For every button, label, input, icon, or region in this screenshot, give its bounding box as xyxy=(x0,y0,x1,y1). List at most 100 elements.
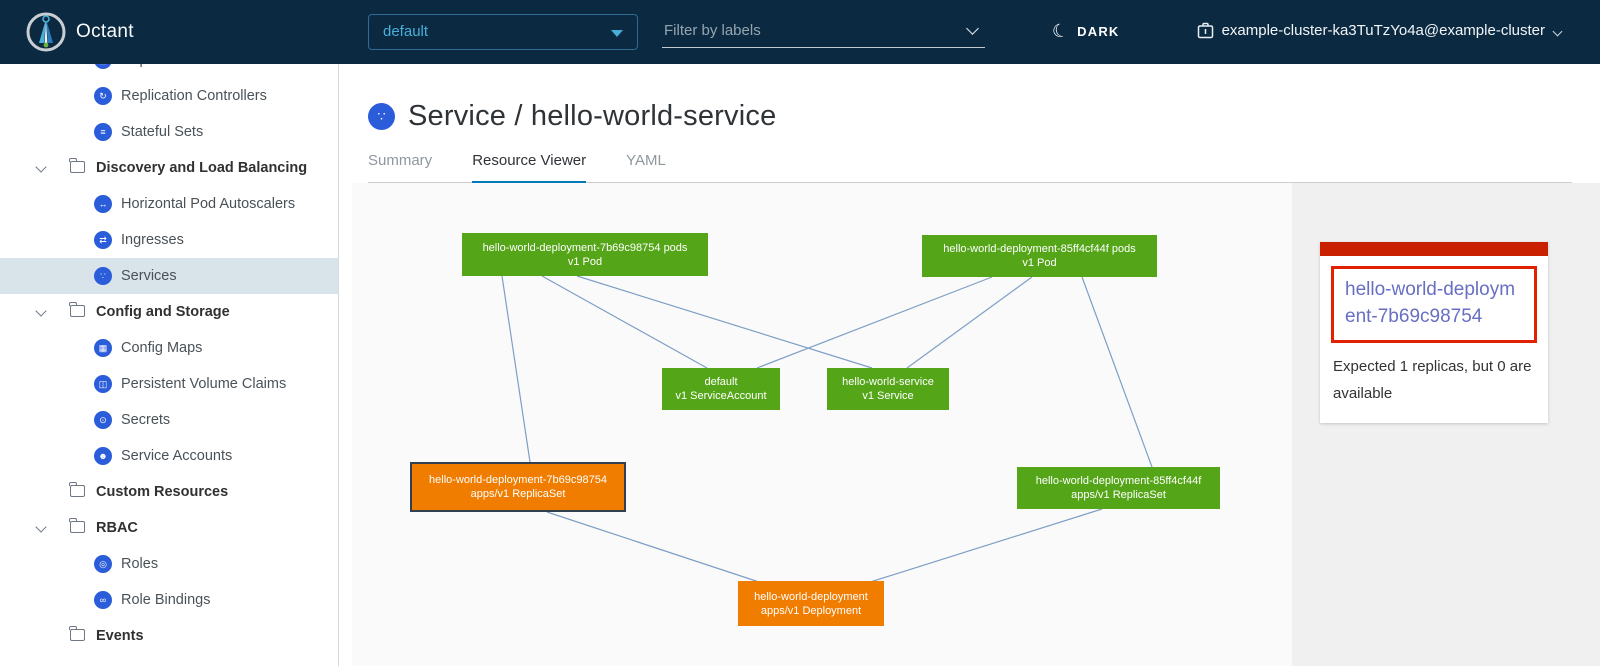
chevron-down-icon[interactable] xyxy=(35,161,47,173)
namespace-dropdown[interactable]: default xyxy=(368,14,638,50)
chevron-down-icon xyxy=(1552,26,1563,37)
selected-node-link[interactable]: hello-world-deployment-7b69c98754 xyxy=(1345,279,1516,327)
sidebar-item-services[interactable]: ∵Services xyxy=(0,258,338,294)
sidebar-item-stateful-sets[interactable]: ≡ Stateful Sets xyxy=(0,114,338,150)
app-title: Octant xyxy=(76,21,134,42)
sidebar-item-label: RBAC xyxy=(96,520,138,536)
graph-node-kind: v1 Pod xyxy=(1022,257,1057,269)
config-maps-icon: ▦ xyxy=(94,339,112,357)
graph-node-kind: v1 Pod xyxy=(567,255,603,268)
sidebar-item-label: Service Accounts xyxy=(121,448,233,464)
selected-node-message: Expected 1 replicas, but 0 are available xyxy=(1333,358,1532,402)
graph-edge xyxy=(756,276,993,369)
sidebar-item-roles[interactable]: ◎ Roles xyxy=(0,546,338,582)
sidebar-item-config-maps[interactable]: ▦Config Maps xyxy=(0,330,338,366)
sidebar-item-custom-resources[interactable]: Custom Resources xyxy=(0,474,338,510)
graph-node-kind: v1 ServiceAccount xyxy=(675,390,767,402)
dark-theme-toggle[interactable]: ☾ DARK xyxy=(1049,19,1120,43)
sidebar-item-horizontal-pod-autoscalers[interactable]: ↔ Horizontal Pod Autoscalers xyxy=(0,186,338,222)
cluster-context-switcher[interactable]: example-cluster-ka3TuTzYo4a@example-clus… xyxy=(1197,22,1563,39)
tab-yaml[interactable]: YAML xyxy=(626,152,666,169)
folder-icon xyxy=(69,625,85,641)
roles-icon: ◎ xyxy=(94,555,112,573)
main-content: ∵ Service / hello-world-service Summary R… xyxy=(340,64,1600,666)
tab-summary[interactable]: Summary xyxy=(368,152,433,169)
sidebar-item-label: Events xyxy=(96,628,144,644)
folder-icon xyxy=(69,301,85,317)
cluster-icon xyxy=(1197,22,1213,39)
sidebar-item-replication-controllers[interactable]: ↻Replication Controllers xyxy=(0,78,338,114)
sidebar-item-rbac[interactable]: RBAC xyxy=(0,510,338,546)
sidebar-item-service-accounts[interactable]: ☻ Service Accounts xyxy=(0,438,338,474)
chevron-down-icon[interactable] xyxy=(35,305,47,317)
sidebar-item-ingresses[interactable]: ⇄ Ingresses xyxy=(0,222,338,258)
sidebar-item-label: Persistent Volume Claims xyxy=(121,376,287,392)
graph-node-name: hello-world-service xyxy=(842,376,934,388)
sidebar-item-label: Ingresses xyxy=(121,232,184,248)
service-icon: ∵ xyxy=(368,103,395,130)
chevron-down-icon[interactable] xyxy=(966,22,979,35)
horizontal-pod-autoscalers-icon: ↔ xyxy=(94,195,112,213)
graph-node-kind: apps/v1 ReplicaSet xyxy=(470,488,566,500)
graph-node-name: hello-world-deployment xyxy=(754,590,868,603)
graph-edge xyxy=(906,276,1033,369)
cluster-context-label: example-cluster-ka3TuTzYo4a@example-clus… xyxy=(1221,22,1545,39)
chevron-down-icon[interactable] xyxy=(35,521,47,533)
dark-theme-label: DARK xyxy=(1077,23,1120,39)
filter-by-labels-input[interactable]: Filter by labels xyxy=(662,14,985,48)
filter-placeholder: Filter by labels xyxy=(664,22,761,39)
namespace-dropdown-value: default xyxy=(383,23,429,40)
folder-icon xyxy=(69,481,85,497)
sidebar-item-label: Config and Storage xyxy=(96,304,230,320)
sidebar-item-label: Secrets xyxy=(121,412,171,428)
status-bar-error xyxy=(1320,242,1548,256)
graph-node-service-hello-world-service[interactable]: hello-world-service v1 Service xyxy=(827,368,949,410)
sidebar-item-events[interactable]: Events xyxy=(0,618,338,654)
moon-icon: ☾ xyxy=(1049,19,1071,43)
selected-node-title-box: hello-world-deployment-7b69c98754 xyxy=(1331,266,1537,343)
services-icon: ∵ xyxy=(94,267,112,285)
persistent-volume-claims-icon: ◫ xyxy=(94,375,112,393)
sidebar-item-label: Discovery and Load Balancing xyxy=(96,160,308,176)
sidebar-item-secrets[interactable]: ⊙ Secrets xyxy=(0,402,338,438)
service-accounts-icon: ☻ xyxy=(94,447,112,465)
sidebar-item-persistent-volume-claims[interactable]: ◫ Persistent Volume Claims xyxy=(0,366,338,402)
page-title: Service / hello-world-service xyxy=(408,100,777,132)
sidebar-item-label: Stateful Sets xyxy=(121,124,204,140)
graph-node-name: hello-world-deployment-85ff4cf44f xyxy=(1035,475,1202,487)
graph-edges xyxy=(501,275,1153,584)
role-bindings-icon: ∞ xyxy=(94,591,112,609)
tab-bar: Summary Resource Viewer YAML xyxy=(368,152,1572,184)
secrets-icon: ⊙ xyxy=(94,411,112,429)
sidebar-item-replica-sets[interactable]: ▣Replica Sets xyxy=(0,64,338,78)
folder-icon xyxy=(69,157,85,173)
graph-node-kind: v1 Service xyxy=(862,390,914,402)
sidebar-item-role-bindings[interactable]: ∞Role Bindings xyxy=(0,582,338,618)
caret-down-icon xyxy=(611,30,623,37)
graph-edge xyxy=(866,508,1103,584)
selected-node-card: hello-world-deployment-7b69c98754 Expect… xyxy=(1320,242,1548,423)
folder-icon xyxy=(69,517,85,533)
app-header: Octant default Filter by labels ☾ DARK e… xyxy=(0,0,1600,64)
sidebar-item-discovery-and-load-balancing[interactable]: Discovery and Load Balancing xyxy=(0,150,338,186)
graph-edge xyxy=(546,511,763,584)
graph-edge xyxy=(1081,276,1153,468)
sidebar-item-label: Roles xyxy=(121,556,159,572)
sidebar-item-label: Horizontal Pod Autoscalers xyxy=(121,196,296,212)
replication-controllers-icon: ↻ xyxy=(94,87,112,105)
tab-resource-viewer[interactable]: Resource Viewer xyxy=(472,152,586,184)
graph-node-name: hello-world-deployment-7b69c98754 pods xyxy=(482,241,688,254)
detail-panel: hello-world-deployment-7b69c98754 Expect… xyxy=(1292,183,1600,666)
graph-node-kind: apps/v1 Deployment xyxy=(760,604,862,617)
ingresses-icon: ⇄ xyxy=(94,231,112,249)
stateful-sets-icon: ≡ xyxy=(94,123,112,141)
graph-edge xyxy=(501,275,531,463)
sidebar-item-config-and-storage[interactable]: Config and Storage xyxy=(0,294,338,330)
